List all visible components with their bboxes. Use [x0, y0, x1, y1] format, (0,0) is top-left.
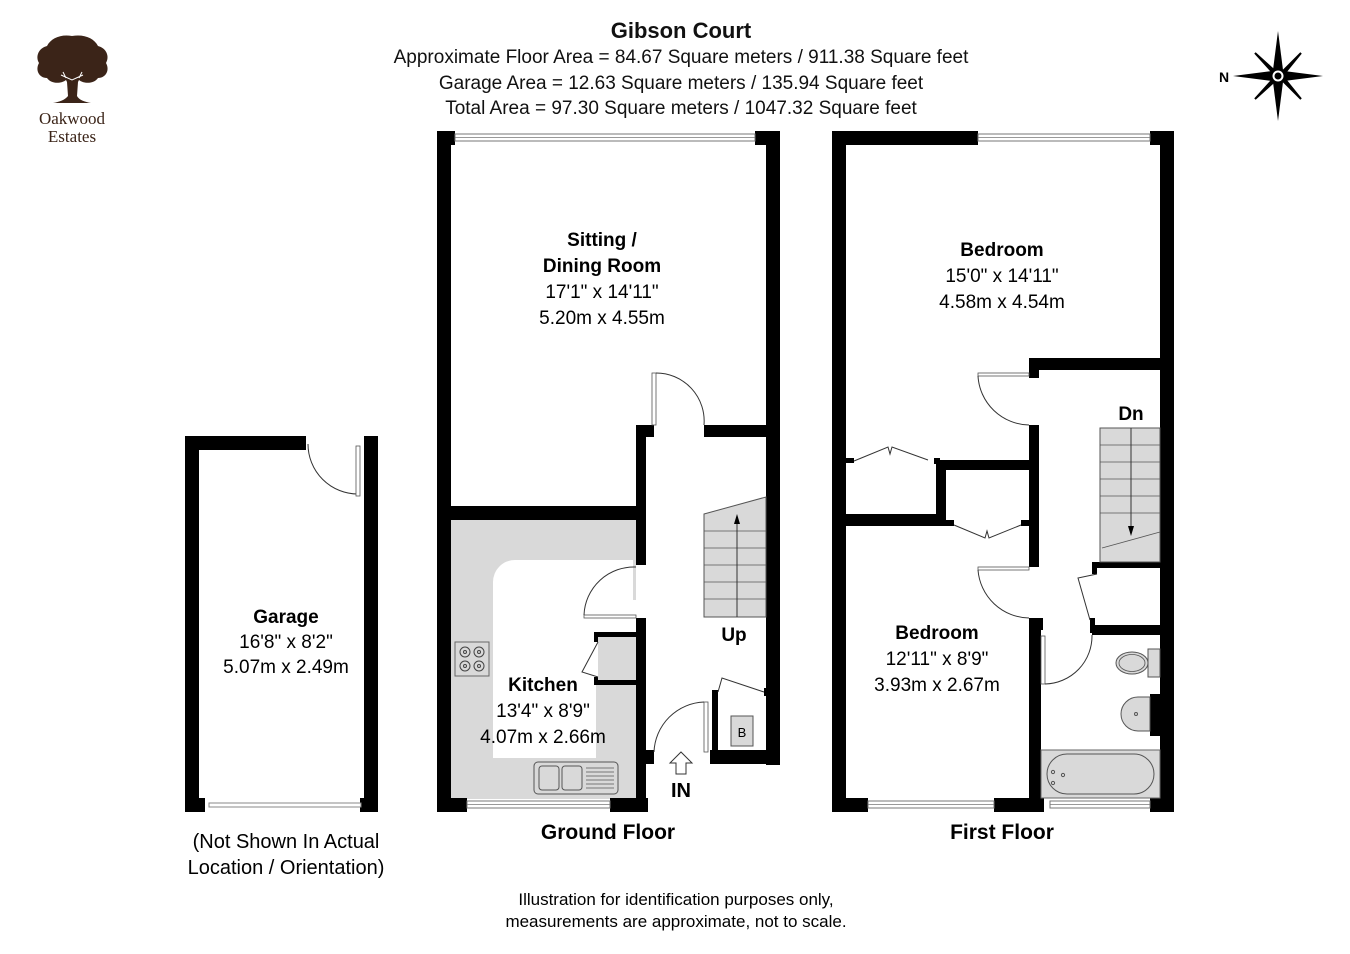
garage-dim-imperial: 16'8" x 8'2"	[239, 632, 333, 653]
garage-note-line-2: Location / Orientation)	[188, 857, 385, 879]
logo-line-1: Oakwood	[38, 109, 106, 128]
floor-area-text: Approximate Floor Area = 84.67 Square me…	[393, 47, 969, 68]
logo-line-2: Estates	[47, 127, 97, 146]
stairs-down-icon	[1099, 427, 1161, 563]
kitchen-dim-imperial: 13'4" x 8'9"	[496, 701, 590, 722]
ground-floor-label: Ground Floor	[541, 821, 675, 844]
disclaimer-line-1: Illustration for identification purposes…	[518, 890, 833, 909]
hob-icon	[454, 641, 490, 677]
oak-tree-icon	[37, 35, 108, 103]
bedroom-2-dim-metric: 3.93m x 2.67m	[874, 675, 1000, 696]
bedroom-1-name: Bedroom	[960, 240, 1043, 261]
kitchen-dim-metric: 4.07m x 2.66m	[480, 727, 606, 748]
sitting-room-dim-metric: 5.20m x 4.55m	[539, 308, 665, 329]
sitting-room-name-line-1: Sitting /	[567, 230, 637, 251]
first-floor-plan: Dn Bedroom 15'0" x 14'11" 4.58m x 4.54m …	[832, 131, 1174, 844]
basin-icon	[1120, 696, 1151, 732]
logo: Oakwood Estates	[20, 30, 124, 146]
entrance-arrow-icon	[668, 751, 694, 775]
compass-north-label: N	[1219, 69, 1229, 85]
bath-icon	[1040, 749, 1161, 799]
sitting-room-name-line-2: Dining Room	[543, 256, 661, 277]
sitting-room-dim-imperial: 17'1" x 14'11"	[545, 282, 658, 303]
kitchen-name: Kitchen	[508, 675, 578, 696]
sink-icon	[533, 761, 619, 795]
entrance-label: IN	[671, 780, 691, 802]
boiler-label: B	[738, 725, 747, 740]
stairs-up-label: Up	[721, 625, 746, 646]
garage-room-name: Garage	[253, 607, 318, 628]
property-title: Gibson Court	[610, 18, 752, 43]
toilet-icon	[1115, 648, 1161, 678]
bedroom-1-dim-metric: 4.58m x 4.54m	[939, 292, 1065, 313]
bedroom-1-dim-imperial: 15'0" x 14'11"	[945, 266, 1058, 287]
garage-note-line-1: (Not Shown In Actual	[193, 831, 380, 853]
disclaimer-line-2: measurements are approximate, not to sca…	[505, 912, 846, 931]
stairs-up-icon	[703, 496, 767, 618]
stairs-down-label: Dn	[1118, 404, 1143, 425]
compass-rose-icon: N	[1219, 31, 1323, 121]
garage-plan: Garage 16'8" x 8'2" 5.07m x 2.49m (Not S…	[185, 436, 384, 879]
bedroom-2-dim-imperial: 12'11" x 8'9"	[886, 649, 989, 670]
garage-area-text: Garage Area = 12.63 Square meters / 135.…	[438, 73, 924, 94]
bedroom-2-name: Bedroom	[895, 623, 978, 644]
first-floor-label: First Floor	[950, 821, 1054, 844]
ground-floor-plan: B	[437, 131, 780, 844]
garage-dim-metric: 5.07m x 2.49m	[223, 657, 349, 678]
total-area-text: Total Area = 97.30 Square meters / 1047.…	[445, 98, 917, 119]
